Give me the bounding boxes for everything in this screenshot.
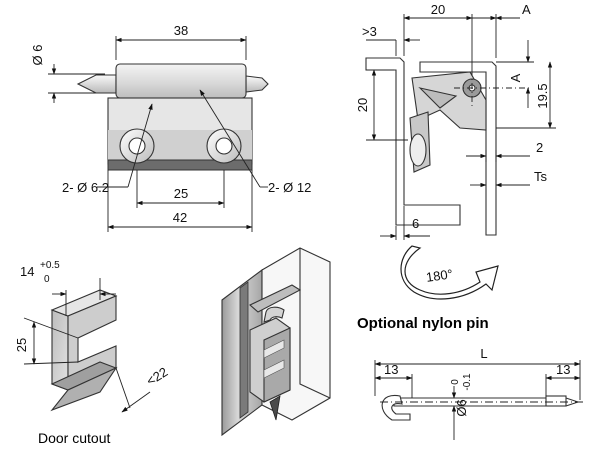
- dim-cutout-22: <22: [144, 364, 171, 388]
- pin-tip-left: [76, 74, 117, 94]
- hinge-pin-iso: [263, 306, 285, 323]
- dim-rotation: 180°: [425, 266, 454, 285]
- hinge-side-view: 20 A >3 A 19.5 20 2 Ts: [355, 2, 556, 300]
- dim-hole-small: 2- Ø 6.2: [62, 180, 109, 195]
- dim-cutout-tol-lower: 0: [44, 274, 50, 285]
- dim-pin-diameter-tol: Ø6: [454, 399, 469, 416]
- hinge-leaf-base: [107, 159, 253, 171]
- caption-optional-pin: Optional nylon pin: [357, 315, 489, 332]
- dim-38: 38: [174, 23, 188, 38]
- dim-25: 25: [174, 186, 188, 201]
- hinge-knuckle: [115, 63, 247, 99]
- caption-door-cutout: Door cutout: [38, 430, 110, 446]
- dim-hole-large: 2- Ø 12: [268, 180, 311, 195]
- dim-side-20-top: 20: [431, 2, 445, 17]
- dim-gap-2: 2: [536, 140, 543, 155]
- dim-pin-diameter: Ø 6: [30, 45, 45, 66]
- dim-pin-tol-lower: -0.1: [462, 373, 473, 391]
- dim-cutout-25: 25: [14, 338, 29, 352]
- pin-tip-iso: [269, 395, 281, 421]
- pin-tip-right: [245, 75, 269, 93]
- dim-cutout-14: 14: [20, 264, 34, 279]
- dim-19-5: 19.5: [535, 83, 550, 108]
- dim-pin-tol-upper: 0: [450, 379, 461, 385]
- dim-cutout-tol-upper: +0.5: [40, 260, 60, 271]
- dim-pin-end-left: 13: [384, 362, 398, 377]
- dim-bottom-6: 6: [412, 216, 419, 231]
- dim-42: 42: [173, 210, 187, 225]
- door-cutout-view: 14 +0.5 0 25 <22 Door cutout: [14, 260, 170, 446]
- dim-gt3: >3: [362, 24, 377, 39]
- dim-side-20-left: 20: [355, 98, 370, 112]
- nylon-pin-view: Optional nylon pin L 13 13 Ø6 0 -0.1: [357, 315, 585, 440]
- hinge-isometric-view: [221, 247, 331, 437]
- dim-a-side: A: [508, 73, 523, 82]
- rotation-arrow: [400, 245, 499, 300]
- dim-pin-end-right: 13: [556, 362, 570, 377]
- dim-pin-length: L: [480, 346, 487, 361]
- dim-a-top: A: [522, 2, 531, 17]
- hinge-front-view: 38 Ø 6 2- Ø 6.2 2- Ø 12 25 42: [30, 23, 311, 232]
- dim-ts: Ts: [534, 169, 548, 184]
- door-profile: [419, 61, 497, 236]
